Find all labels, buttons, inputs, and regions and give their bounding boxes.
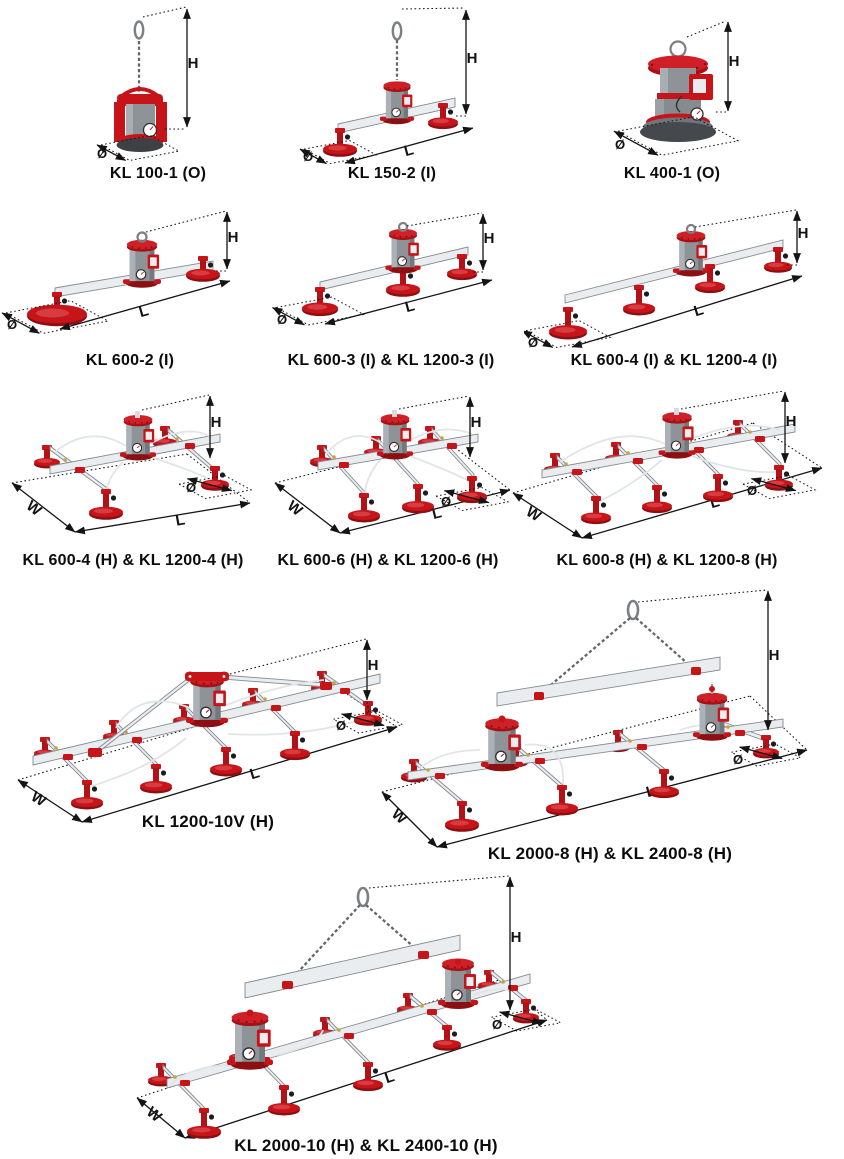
kl-2000-10-illustration: W L H Ø <box>136 875 562 1139</box>
svg-text:L: L <box>248 764 262 783</box>
svg-text:Ø: Ø <box>492 1017 502 1032</box>
svg-text:H: H <box>769 647 780 664</box>
kl-600-2-illustration: H L Ø <box>1 210 239 334</box>
svg-text:L: L <box>383 1068 397 1087</box>
svg-text:Ø: Ø <box>336 718 346 733</box>
svg-text:Ø: Ø <box>186 480 196 495</box>
kl-1200-10v-illustration: W L H Ø <box>17 638 404 823</box>
svg-text:Ø: Ø <box>528 335 538 350</box>
product-kl-600-2: H L Ø KL 600-2 (I) <box>0 200 260 378</box>
svg-text:H: H <box>211 414 222 431</box>
svg-text:Ø: Ø <box>615 137 625 152</box>
kl-400-1-caption: KL 400-1 (O) <box>623 165 721 182</box>
svg-text:H: H <box>228 229 239 246</box>
kl-600-4h-caption: KL 600-4 (H) & KL 1200-4 (H) <box>22 552 244 569</box>
svg-text:L: L <box>692 301 706 320</box>
product-kl-600-4h: W L H Ø KL 600-4 (H) & KL 1200-4 (H) <box>5 382 261 578</box>
product-kl-150-2: H L Ø KL 150-2 (I) <box>274 0 510 198</box>
svg-text:H: H <box>786 413 797 430</box>
svg-text:W: W <box>28 788 50 810</box>
svg-text:L: L <box>402 141 415 160</box>
svg-text:W: W <box>143 1103 165 1126</box>
svg-text:W: W <box>284 497 306 520</box>
svg-text:L: L <box>403 297 416 316</box>
product-kl-1200-10v: W L H Ø KL 1200-10V (H) <box>0 588 416 834</box>
kl-100-1-caption: KL 100-1 (O) <box>109 165 207 182</box>
svg-text:H: H <box>729 53 740 70</box>
kl-600-8h-caption: KL 600-8 (H) & KL 1200-8 (H) <box>556 552 778 569</box>
kl-2000-10-caption: KL 2000-10 (H) & KL 2400-10 (H) <box>234 1136 498 1155</box>
kl-1200-10v-caption: KL 1200-10V (H) <box>141 812 275 831</box>
svg-text:Ø: Ø <box>97 146 107 161</box>
kl-150-2-illustration: H L Ø <box>299 7 478 165</box>
svg-text:Ø: Ø <box>441 494 451 509</box>
svg-text:H: H <box>188 55 199 72</box>
svg-text:Ø: Ø <box>277 312 287 327</box>
kl-600-4i-illustration: H L Ø <box>524 209 809 350</box>
svg-text:H: H <box>798 225 809 242</box>
kl-400-1-illustration: HØ <box>613 20 740 156</box>
svg-text:H: H <box>511 929 522 946</box>
kl-600-6h-caption: KL 600-6 (H) & KL 1200-6 (H) <box>277 552 499 569</box>
kl-600-3-caption: KL 600-3 (I) & KL 1200-3 (I) <box>287 352 495 369</box>
svg-text:W: W <box>23 497 45 520</box>
svg-text:L: L <box>174 511 186 529</box>
svg-text:H: H <box>471 414 482 431</box>
svg-text:Ø: Ø <box>7 317 17 332</box>
svg-text:H: H <box>368 657 379 674</box>
kl-600-4i-caption: KL 600-4 (I) & KL 1200-4 (I) <box>570 352 778 369</box>
svg-text:H: H <box>467 50 478 67</box>
kl-600-2-caption: KL 600-2 (I) <box>85 352 175 369</box>
svg-text:Ø: Ø <box>733 752 743 767</box>
svg-text:L: L <box>137 302 151 321</box>
svg-text:W: W <box>388 806 411 829</box>
product-kl-600-4i: H L Ø KL 600-4 (I) & KL 1200-4 (I) <box>524 200 824 378</box>
product-kl-2000-10: W L H Ø KL 2000-10 (H) & KL 2400-10 (H) <box>83 870 649 1159</box>
svg-text:Ø: Ø <box>747 483 757 498</box>
product-kl-600-3: H L Ø KL 600-3 (I) & KL 1200-3 (I) <box>270 200 512 378</box>
kl-150-2-caption: KL 150-2 (I) <box>347 165 437 182</box>
kl-600-4h-illustration: W L H Ø <box>11 394 253 535</box>
svg-text:W: W <box>523 503 545 525</box>
svg-text:H: H <box>484 230 495 247</box>
svg-text:Ø: Ø <box>303 149 313 164</box>
kl-600-3-illustration: H L Ø <box>272 212 495 327</box>
kl-100-1-illustration: HØ <box>96 6 199 162</box>
kl-2000-8-caption: KL 2000-8 (H) & KL 2400-8 (H) <box>487 844 733 863</box>
